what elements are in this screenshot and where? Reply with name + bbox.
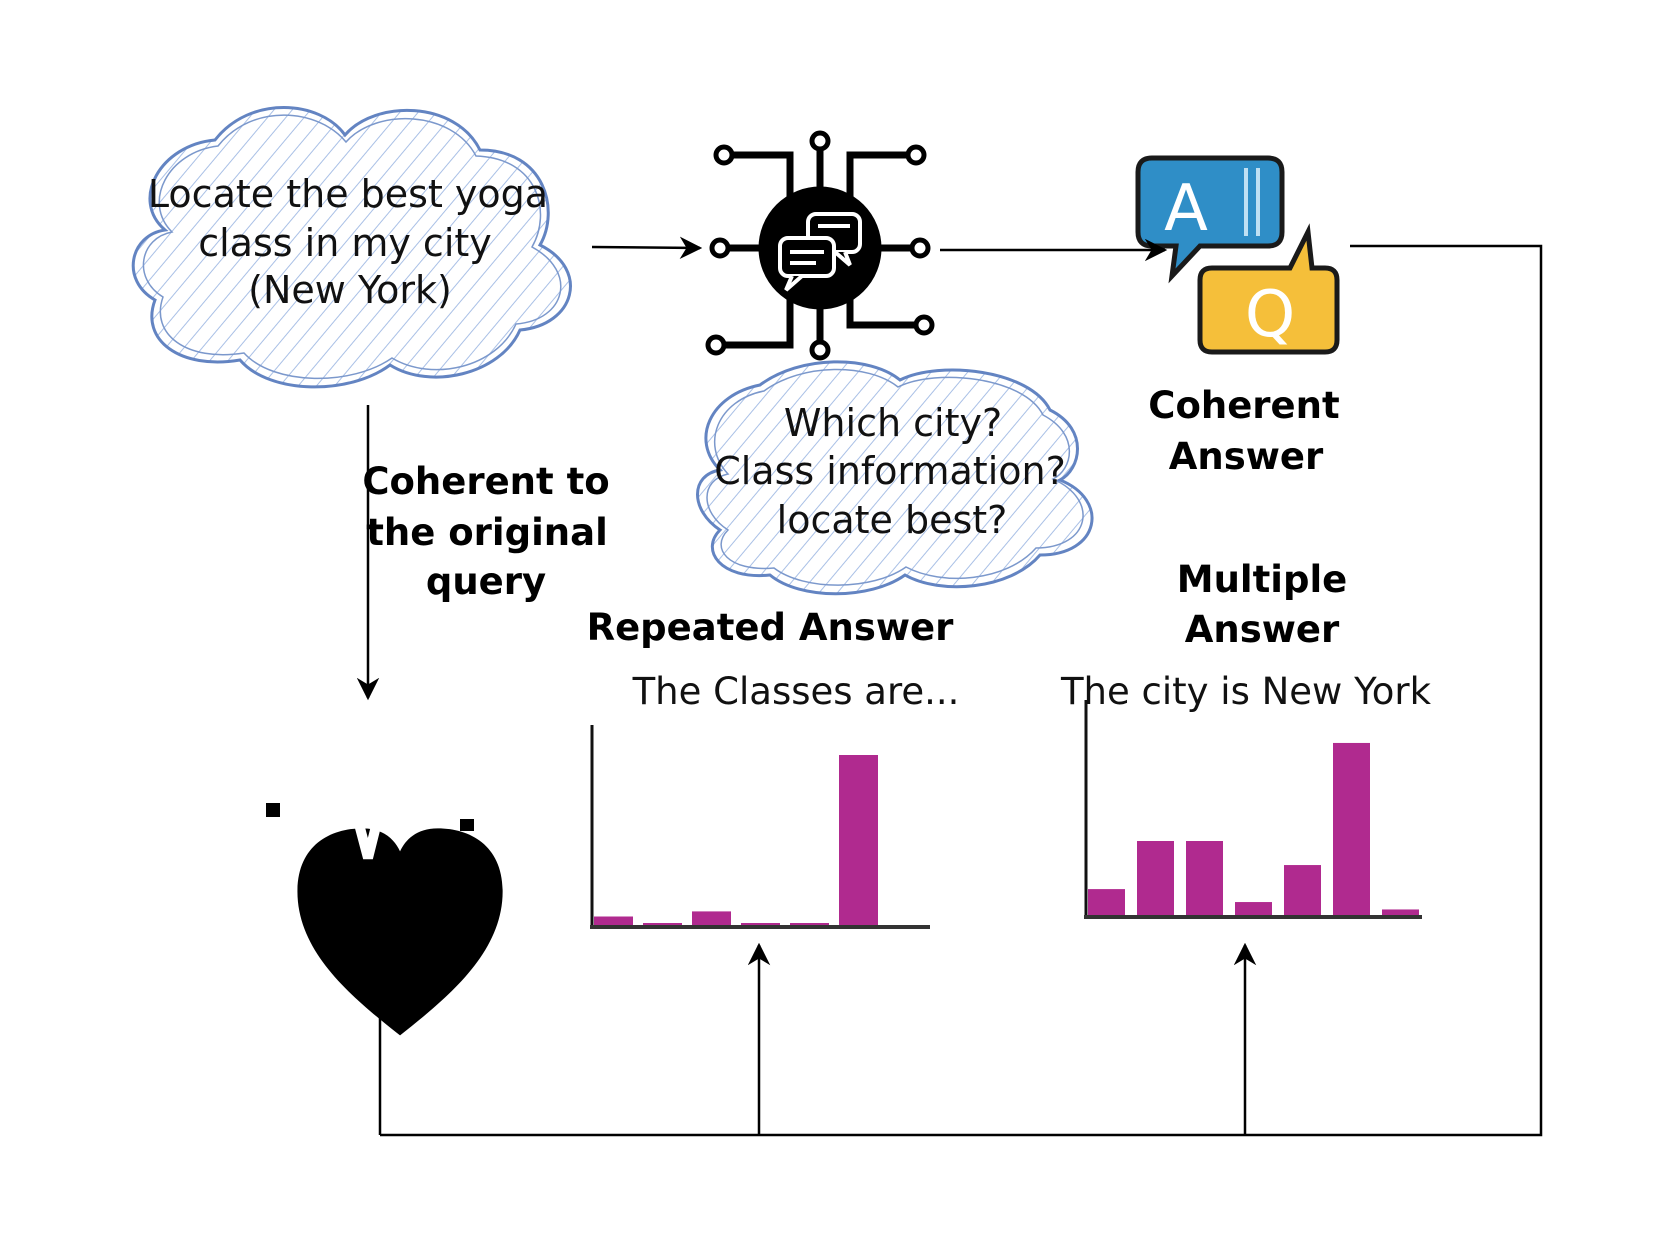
clarify-line-3: locate best? — [777, 498, 1008, 542]
query-cloud: Locate the best yoga class in my city (N… — [131, 106, 572, 389]
repeated-answer-label: Repeated Answer — [587, 606, 955, 649]
chart-2-bar-4 — [1284, 865, 1321, 915]
feedback-loop — [380, 244, 1543, 1137]
clarify-line-1: Which city? — [784, 401, 1002, 445]
classes-are-text: The Classes are... — [632, 670, 960, 713]
answer-bubble — [1135, 155, 1285, 284]
clarify-line-2: Class information? — [714, 449, 1066, 493]
question-answer-icon: A Q — [1135, 155, 1340, 355]
chart-2-bar-5 — [1333, 742, 1370, 915]
coherent-answer-label-1: Coherent — [1148, 384, 1339, 427]
repeated-answer-chart — [590, 725, 930, 929]
chart-2-bar-3 — [1235, 902, 1272, 915]
coherent-query-label-3: query — [426, 560, 546, 603]
chart-1-bar-4 — [790, 923, 829, 925]
chart-2-bar-6 — [1382, 909, 1419, 915]
chart-2-bar-1 — [1137, 841, 1174, 915]
multiple-answer-label-2: Answer — [1185, 608, 1340, 651]
query-line-1: Locate the best yoga — [148, 172, 548, 216]
question-letter: Q — [1245, 278, 1295, 352]
chart-1-bar-2 — [692, 911, 731, 925]
heartbeat-icon — [266, 762, 503, 1036]
clarify-cloud: Which city? Class information? locate be… — [696, 360, 1094, 596]
city-is-text: The city is New York — [1060, 670, 1432, 713]
multiple-answer-chart — [1084, 700, 1422, 919]
chart-2-bar-0 — [1088, 889, 1125, 915]
coherent-answer-label-2: Answer — [1169, 435, 1324, 478]
connectors — [356, 236, 1543, 1137]
chart-1-bar-1 — [643, 923, 682, 925]
chat-circuit-icon — [705, 130, 935, 361]
query-line-3: (New York) — [248, 268, 452, 312]
chart-2-bar-2 — [1186, 841, 1223, 915]
arrow-query-to-llm — [591, 236, 703, 260]
answer-letter: A — [1164, 172, 1208, 246]
coherent-query-label-2: the original — [366, 511, 608, 554]
coherent-query-label-1: Coherent to — [362, 460, 609, 503]
chart-1-bar-0 — [594, 916, 633, 925]
chart-1-bar-5 — [839, 755, 878, 925]
chart-1-bar-3 — [741, 923, 780, 925]
multiple-answer-label-1: Multiple — [1177, 558, 1347, 601]
query-line-2: class in my city — [198, 221, 492, 265]
question-bubble — [1197, 223, 1340, 355]
